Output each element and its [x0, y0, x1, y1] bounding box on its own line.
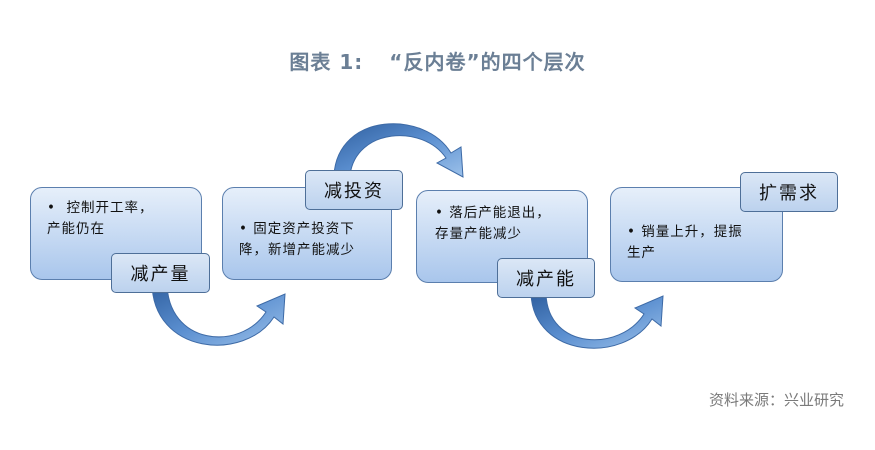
figure-title: 图表 1: “反内卷”的四个层次	[0, 46, 875, 75]
figure-title-text: “反内卷”的四个层次	[389, 50, 586, 74]
source-note: 资料来源：兴业研究	[708, 391, 844, 409]
step-1-text: • 控制开工率， 产能仍在	[47, 200, 154, 237]
step-label-4: 扩需求	[740, 172, 838, 212]
step-4-text: • 销量上升，提振 生产	[627, 224, 743, 261]
arrow-3	[530, 293, 664, 349]
step-2-text: • 固定资产投资下 降，新增产能减少	[239, 221, 355, 258]
step-label-2: 减投资	[305, 170, 403, 210]
step-3-text: • 落后产能退出， 存量产能减少	[435, 205, 551, 242]
arrow-2	[333, 123, 464, 178]
step-label-1: 减产量	[111, 253, 210, 293]
arrow-1	[151, 281, 286, 346]
step-label-3: 减产能	[497, 258, 595, 298]
figure-number: 图表 1:	[289, 50, 364, 74]
